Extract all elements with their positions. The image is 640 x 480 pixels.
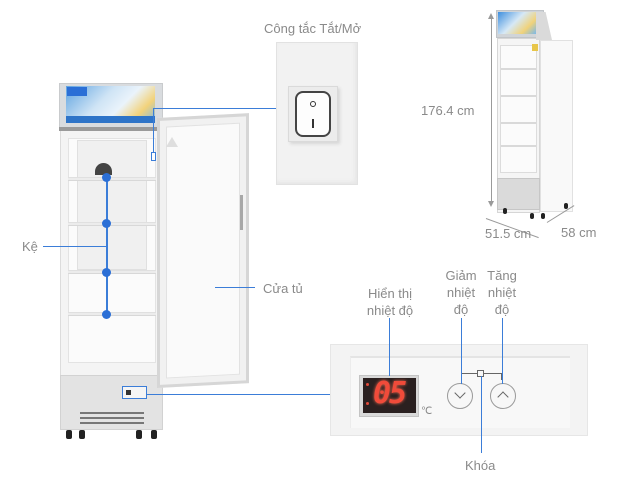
power-switch-label: Công tắc Tắt/Mở xyxy=(264,21,362,36)
fan-icon xyxy=(95,163,112,175)
decrease-temp-label: Giảm nhiệt độ xyxy=(445,268,477,317)
wheel-icon xyxy=(564,203,568,209)
door-label: Cửa tủ xyxy=(263,281,303,296)
shelf xyxy=(68,222,156,226)
indicator-icon xyxy=(366,383,369,386)
width-dimension: 51.5 cm xyxy=(485,226,532,241)
shelf-marker xyxy=(102,268,111,277)
fridge-door xyxy=(157,113,249,389)
advertising-strip xyxy=(66,116,155,123)
height-dimension: 176.4 cm xyxy=(421,103,475,118)
lock-pointer-line xyxy=(481,376,482,453)
temperature-display-label: Hiển thị nhiệt độ xyxy=(366,286,414,318)
vent-grille xyxy=(80,412,144,414)
fridge-side xyxy=(540,40,573,212)
on-symbol-icon xyxy=(312,119,314,128)
increase-pointer-line xyxy=(502,318,503,384)
warning-icon xyxy=(166,137,178,147)
door-pointer-line xyxy=(215,287,255,288)
advertising-panel xyxy=(498,12,536,34)
switch-pointer-line xyxy=(153,108,154,153)
shelf xyxy=(501,95,536,97)
brand-logo xyxy=(67,87,87,96)
wheel-icon xyxy=(66,430,72,439)
header-cap xyxy=(536,12,552,40)
temperature-unit: ℃ xyxy=(421,406,433,417)
control-panel-location xyxy=(122,386,147,399)
decrease-temperature-button[interactable] xyxy=(447,383,473,409)
shelf-pointer-line xyxy=(43,246,107,247)
control-panel-pointer-line xyxy=(147,394,331,395)
shelf xyxy=(68,312,156,316)
shelf xyxy=(68,177,156,181)
fridge-base xyxy=(60,375,163,430)
lock-label: Khóa xyxy=(465,458,496,473)
display-pointer-line xyxy=(389,318,390,376)
power-switch[interactable] xyxy=(295,91,331,137)
arrow-down-icon xyxy=(488,201,494,207)
glass-door xyxy=(500,45,537,173)
fridge-back-panel xyxy=(77,140,147,270)
shelf-callout-line xyxy=(106,177,108,315)
wheel-icon xyxy=(503,208,507,214)
increase-temp-label: Tăng nhiệt độ xyxy=(487,268,517,317)
height-dimension-line xyxy=(491,15,492,205)
temperature-value: 05 xyxy=(373,376,407,411)
wheel-icon xyxy=(151,430,157,439)
wheel-icon xyxy=(79,430,85,439)
chevron-up-icon xyxy=(497,391,509,403)
chevron-down-icon xyxy=(454,387,466,399)
vent-grille xyxy=(80,422,144,424)
temperature-display xyxy=(363,378,416,413)
off-symbol-icon xyxy=(310,101,316,107)
increase-temperature-button[interactable] xyxy=(490,383,516,409)
fridge-base xyxy=(497,178,540,210)
shelf-label: Kệ xyxy=(22,239,38,254)
door-handle xyxy=(240,195,243,230)
fridge-trim xyxy=(59,127,163,131)
vent-grille xyxy=(80,417,144,419)
indicator-icon xyxy=(366,402,369,405)
shelf xyxy=(501,68,536,70)
shelf-marker xyxy=(102,310,111,319)
arrow-up-icon xyxy=(488,13,494,19)
shelf xyxy=(501,145,536,147)
energy-badge-icon xyxy=(532,44,538,51)
wheel-icon xyxy=(541,213,545,219)
depth-dimension: 58 cm xyxy=(561,225,597,240)
decrease-pointer-line xyxy=(461,318,462,384)
wheel-icon xyxy=(530,213,534,219)
wheel-icon xyxy=(136,430,142,439)
switch-pointer-line xyxy=(153,108,277,109)
shelf-marker xyxy=(102,219,111,228)
shelf-marker xyxy=(102,173,111,182)
lock-icon xyxy=(477,370,484,377)
shelf xyxy=(501,122,536,124)
shelf xyxy=(68,270,156,274)
power-switch-location xyxy=(151,152,156,161)
